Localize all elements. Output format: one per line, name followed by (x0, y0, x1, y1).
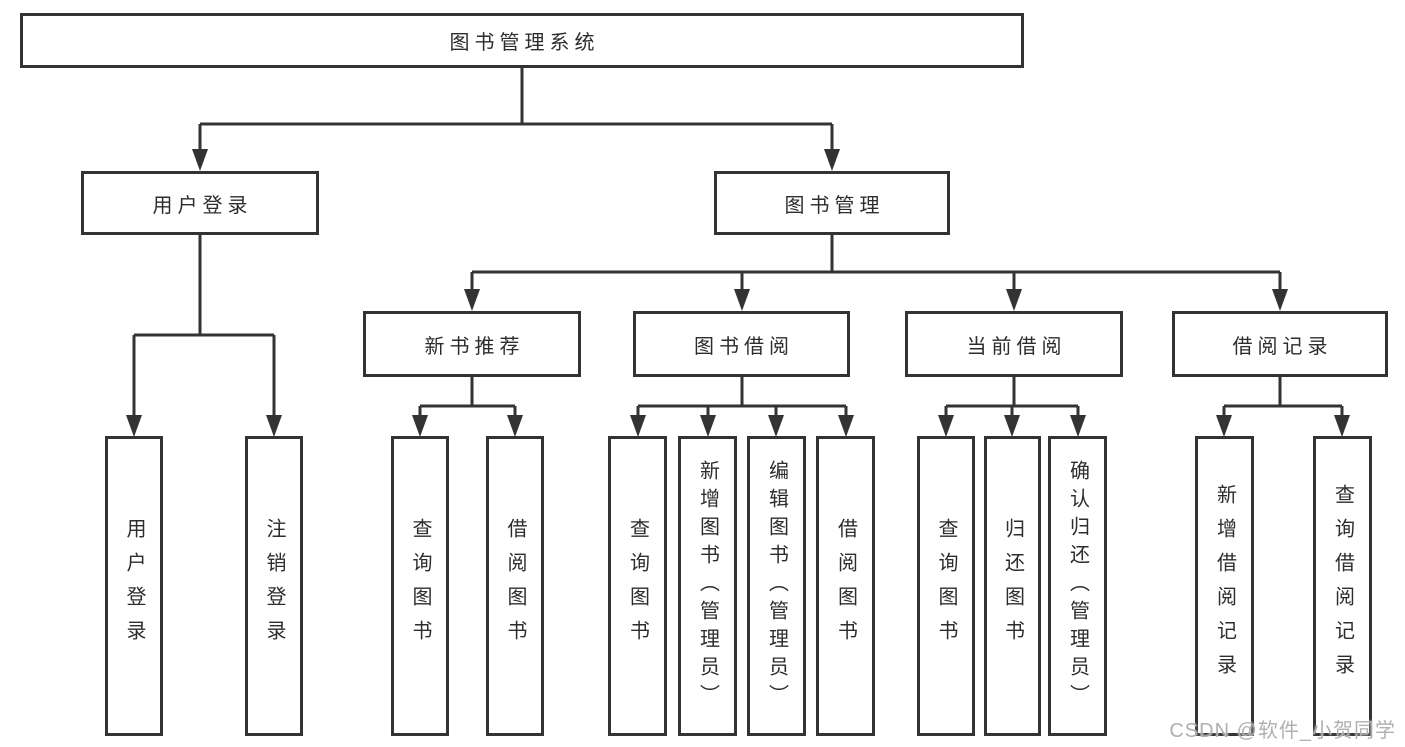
node-leaf-query-borrow-record: 查询借阅记录 (1313, 436, 1372, 736)
node-label: 新增图书（管理员） (696, 460, 719, 712)
node-new-book-recommendation: 新书推荐 (363, 311, 581, 377)
node-leaf-logout: 注销登录 (245, 436, 303, 736)
node-label: 查询借阅记录 (1331, 484, 1354, 688)
connector-book-borrow-split (636, 377, 848, 422)
node-label: 查询图书 (935, 518, 957, 654)
node-leaf-current-query-books: 查询图书 (917, 436, 975, 736)
node-label: 借阅图书 (834, 518, 857, 654)
node-label: 查询图书 (626, 518, 649, 654)
node-label: 新增借阅记录 (1213, 484, 1236, 688)
node-label: 归还图书 (1001, 518, 1024, 654)
node-label: 用户登录 (123, 518, 145, 654)
node-book-management: 图书管理 (714, 171, 950, 235)
node-label: 借阅图书 (504, 518, 526, 654)
node-library-management-system: 图书管理系统 (20, 13, 1024, 68)
connector-user-login-split (132, 235, 276, 420)
node-label: 编辑图书（管理员） (765, 460, 788, 712)
node-label: 新书推荐 (424, 335, 525, 358)
node-leaf-recommend-query-books: 查询图书 (391, 436, 449, 736)
connector-new-book-split (418, 377, 517, 422)
node-label: 注销登录 (263, 518, 285, 654)
node-leaf-borrow-query-books: 查询图书 (608, 436, 667, 736)
node-label: 用户登录 (152, 194, 253, 217)
connector-borrow-records-split (1222, 377, 1344, 422)
node-leaf-return-books: 归还图书 (984, 436, 1041, 736)
connector-root-split (198, 68, 834, 152)
node-leaf-edit-books-admin: 编辑图书（管理员） (747, 436, 806, 736)
node-borrowing-records: 借阅记录 (1172, 311, 1388, 377)
node-label: 图书管理系统 (449, 32, 600, 54)
node-label: 借阅记录 (1232, 335, 1333, 358)
node-current-borrowing: 当前借阅 (905, 311, 1123, 377)
node-leaf-user-login: 用户登录 (105, 436, 163, 736)
csdn-watermark: CSDN @软件_小贺同学 (1169, 720, 1396, 742)
node-label: 确认归还（管理员） (1066, 460, 1089, 712)
node-label: 图书管理 (784, 194, 885, 217)
node-label: 查询图书 (409, 518, 431, 654)
arrowheads (126, 149, 1350, 437)
node-leaf-borrow-books: 借阅图书 (816, 436, 875, 736)
connector-book-management-split (470, 234, 1282, 294)
node-book-borrowing: 图书借阅 (633, 311, 850, 377)
node-label: 当前借阅 (966, 335, 1067, 358)
node-leaf-add-books-admin: 新增图书（管理员） (678, 436, 737, 736)
connector-current-borrow-split (944, 377, 1080, 422)
node-leaf-recommend-borrow-books: 借阅图书 (486, 436, 544, 736)
node-user-login: 用户登录 (81, 171, 319, 235)
node-leaf-confirm-return-admin: 确认归还（管理员） (1048, 436, 1107, 736)
node-label: 图书借阅 (694, 335, 794, 358)
node-leaf-add-borrow-record: 新增借阅记录 (1195, 436, 1254, 736)
